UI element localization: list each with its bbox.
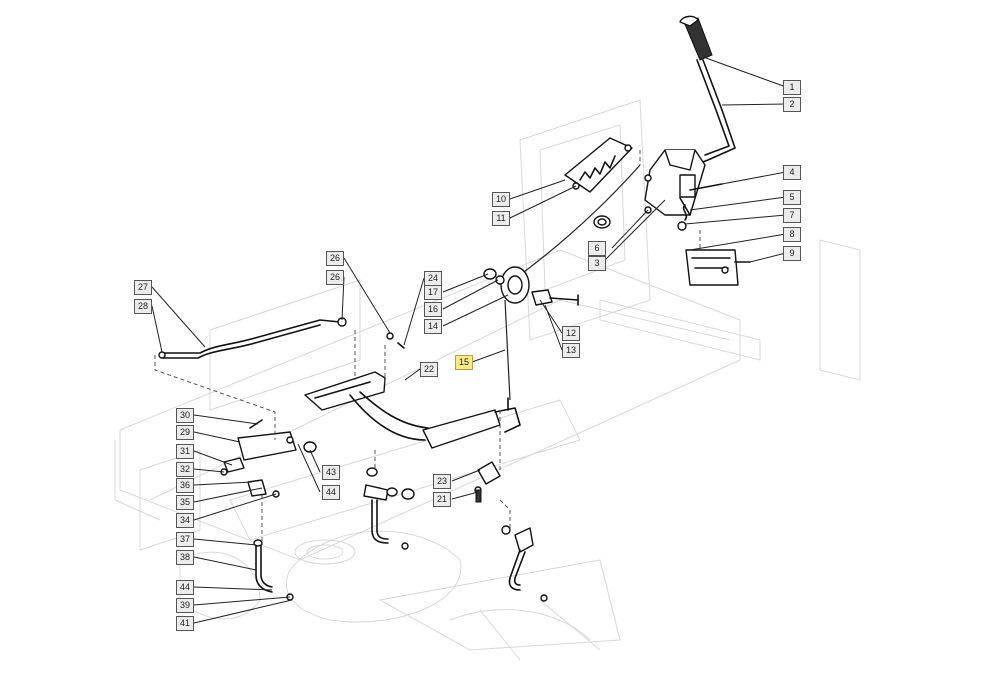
callout-28: 28 (134, 299, 152, 314)
callout-34: 34 (176, 513, 194, 528)
clip-24-26 (386, 332, 405, 349)
callout-31: 31 (176, 444, 194, 459)
callout-39: 39 (176, 598, 194, 613)
callout-9: 9 (783, 246, 801, 261)
callout-3: 3 (588, 256, 606, 271)
callout-44b: 44 (176, 580, 194, 595)
lift-lever (679, 15, 736, 166)
callout-35: 35 (176, 495, 194, 510)
callout-38: 38 (176, 550, 194, 565)
pedal-arm (304, 371, 521, 449)
callout-13: 13 (562, 343, 580, 358)
callout-7: 7 (783, 208, 801, 223)
callout-22: 21 (433, 492, 451, 507)
callout-44a: 44 (322, 485, 340, 500)
callout-29: 29 (176, 425, 194, 440)
callout-21: 22 (420, 362, 438, 377)
callout-6: 6 (588, 241, 606, 256)
callout-23: 23 (433, 474, 451, 489)
dashed-guides (154, 150, 701, 545)
callout-1: 1 (783, 80, 801, 95)
callout-8: 8 (783, 227, 801, 242)
callout-26a: 26 (326, 251, 344, 266)
rod-38 (253, 539, 294, 601)
bracket-29 (220, 419, 317, 498)
callout-24: 24 (424, 271, 442, 286)
callout-10: 10 (492, 192, 510, 207)
callout-12: 12 (562, 326, 580, 341)
callout-2: 2 (783, 97, 801, 112)
callout-43: 43 (322, 465, 340, 480)
callout-37: 37 (176, 532, 194, 547)
rod-right (474, 461, 548, 602)
callout-16: 16 (424, 302, 442, 317)
callout-26b: 26 (326, 270, 344, 285)
callout-4: 4 (783, 165, 801, 180)
pulley (483, 266, 579, 306)
callout-41: 41 (176, 616, 194, 631)
leader-lines (151, 57, 787, 624)
bushing-6 (593, 206, 652, 229)
callout-14: 14 (424, 319, 442, 334)
cable-15 (504, 164, 641, 401)
lever-bracket (644, 149, 723, 231)
notch-plate (564, 137, 633, 193)
callout-17: 17 (424, 285, 442, 300)
callout-36: 36 (176, 478, 194, 493)
callout-15-highlighted: 15 (455, 355, 473, 370)
callout-11: 11 (492, 211, 510, 226)
chassis-ghost (114, 99, 861, 661)
rod-middle (363, 467, 415, 550)
callout-32: 32 (176, 462, 194, 477)
rod-27 (158, 317, 347, 359)
callout-30: 30 (176, 408, 194, 423)
callout-5: 5 (783, 190, 801, 205)
side-bracket (685, 249, 751, 286)
callout-27: 27 (134, 280, 152, 295)
